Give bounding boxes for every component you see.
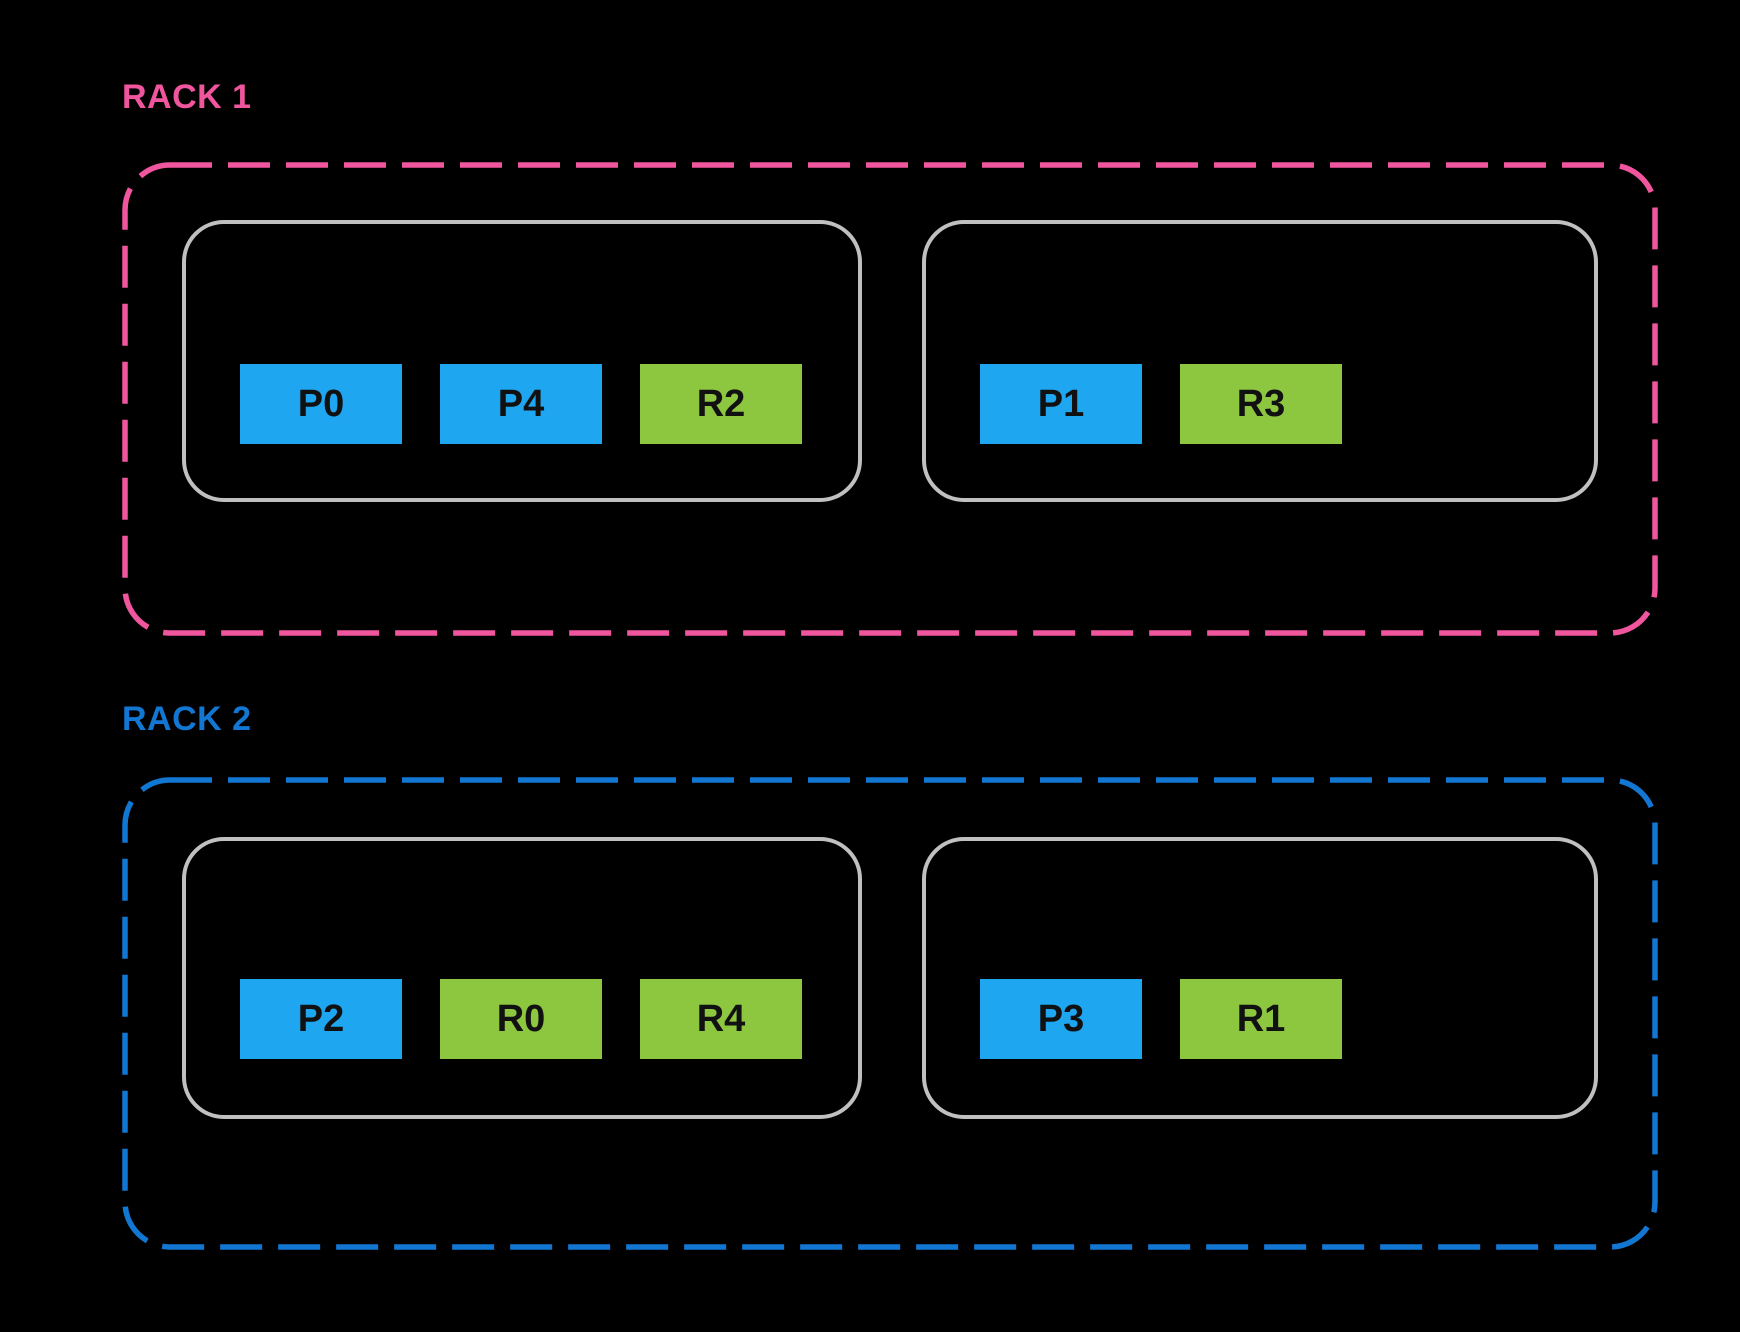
block-p0: P0 [240,364,402,444]
rack1-node-2 [922,220,1598,502]
block-r1-label: R1 [1236,997,1286,1040]
block-r4-label: R4 [696,997,746,1040]
block-r3: R3 [1180,364,1342,444]
block-p4: P4 [440,364,602,444]
block-p1-label: P1 [1037,382,1085,425]
block-p2-label: P2 [297,997,345,1040]
rack2-node-2 [922,837,1598,1119]
rack1-dashed-border [122,162,1658,636]
block-r3-label: R3 [1236,382,1286,425]
block-p1: P1 [980,364,1142,444]
rack2-dashed-border [122,777,1658,1250]
block-r1: R1 [1180,979,1342,1059]
block-r4: R4 [640,979,802,1059]
block-p3-label: P3 [1037,997,1085,1040]
block-r0: R0 [440,979,602,1059]
rack2-label: RACK 2 [122,700,252,738]
rack1-node-1 [182,220,862,502]
block-r0-label: R0 [496,997,546,1040]
block-p4-label: P4 [497,382,545,425]
block-p3: P3 [980,979,1142,1059]
block-p0-label: P0 [297,382,345,425]
rack1-label: RACK 1 [122,78,252,116]
block-r2: R2 [640,364,802,444]
block-r2-label: R2 [696,382,746,425]
block-p2: P2 [240,979,402,1059]
rack2-node-1 [182,837,862,1119]
